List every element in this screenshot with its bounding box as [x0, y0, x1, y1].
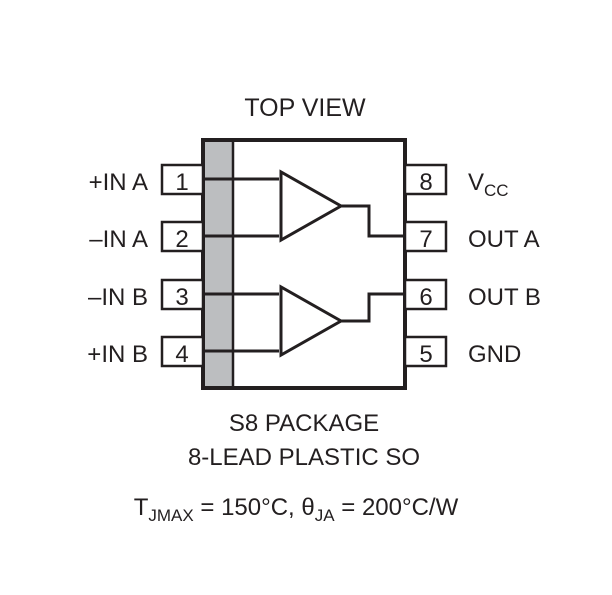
package-description: 8-LEAD PLASTIC SO [188, 444, 420, 471]
pin-label: GND [468, 341, 521, 368]
pin-8: 8 VCC [403, 163, 509, 200]
wire-amp-a-to-pin7 [341, 204, 405, 238]
pin-box [403, 163, 448, 196]
pin-box [403, 220, 448, 253]
op-amp-b-triangle [279, 284, 345, 358]
pin-label: –IN B [88, 284, 148, 311]
amplifier-b [205, 284, 405, 358]
pin-label: VCC [468, 169, 509, 200]
pin-box [160, 220, 205, 253]
pin-2: 2 –IN A [89, 220, 205, 253]
thermal-spec: TJMAX = 150°C, θJA = 200°C/W [134, 494, 459, 525]
package-body [201, 138, 407, 390]
pin-6: 6 OUT B [403, 278, 541, 311]
theta-symbol: θ [301, 494, 314, 521]
pin-number: 8 [419, 169, 432, 196]
pin-number: 5 [419, 341, 432, 368]
pin1-indicator-stripe [205, 142, 233, 386]
tjmax-symbol: T [134, 494, 149, 521]
package-name: S8 PACKAGE [229, 410, 379, 437]
theta-subscript: JA [315, 506, 336, 525]
vcc-subscript: CC [484, 181, 509, 200]
pin-box [403, 335, 448, 368]
pin-label: –IN A [89, 226, 148, 253]
pin-label: OUT A [468, 226, 540, 253]
pin-number: 4 [175, 341, 188, 368]
tjmax-subscript: JMAX [148, 506, 193, 525]
wire-amp-b-to-pin6 [341, 292, 405, 323]
pin-5: 5 GND [403, 335, 521, 368]
amplifier-a [205, 169, 405, 243]
pin-label: OUT B [468, 284, 541, 311]
pin-number: 7 [419, 226, 432, 253]
pin-number: 3 [175, 284, 188, 311]
pin-box [403, 278, 448, 311]
pin-4: 4 +IN B [87, 335, 205, 368]
pin-3: 3 –IN B [88, 278, 205, 311]
vcc-main: V [468, 169, 484, 196]
theta-value: = 200°C/W [335, 494, 459, 521]
op-amp-a-triangle [279, 169, 345, 243]
pin-box [160, 163, 205, 196]
pin-1: 1 +IN A [89, 163, 205, 196]
pin-number: 1 [175, 169, 188, 196]
top-view-title: TOP VIEW [244, 94, 366, 122]
pin-label: +IN A [89, 169, 148, 196]
pin-label: +IN B [87, 341, 148, 368]
pin-number: 6 [419, 284, 432, 311]
pin-box [160, 278, 205, 311]
pin-number: 2 [175, 226, 188, 253]
pin-7: 7 OUT A [403, 220, 540, 253]
tjmax-value: = 150°C, [194, 494, 302, 521]
pin-box [160, 335, 205, 368]
